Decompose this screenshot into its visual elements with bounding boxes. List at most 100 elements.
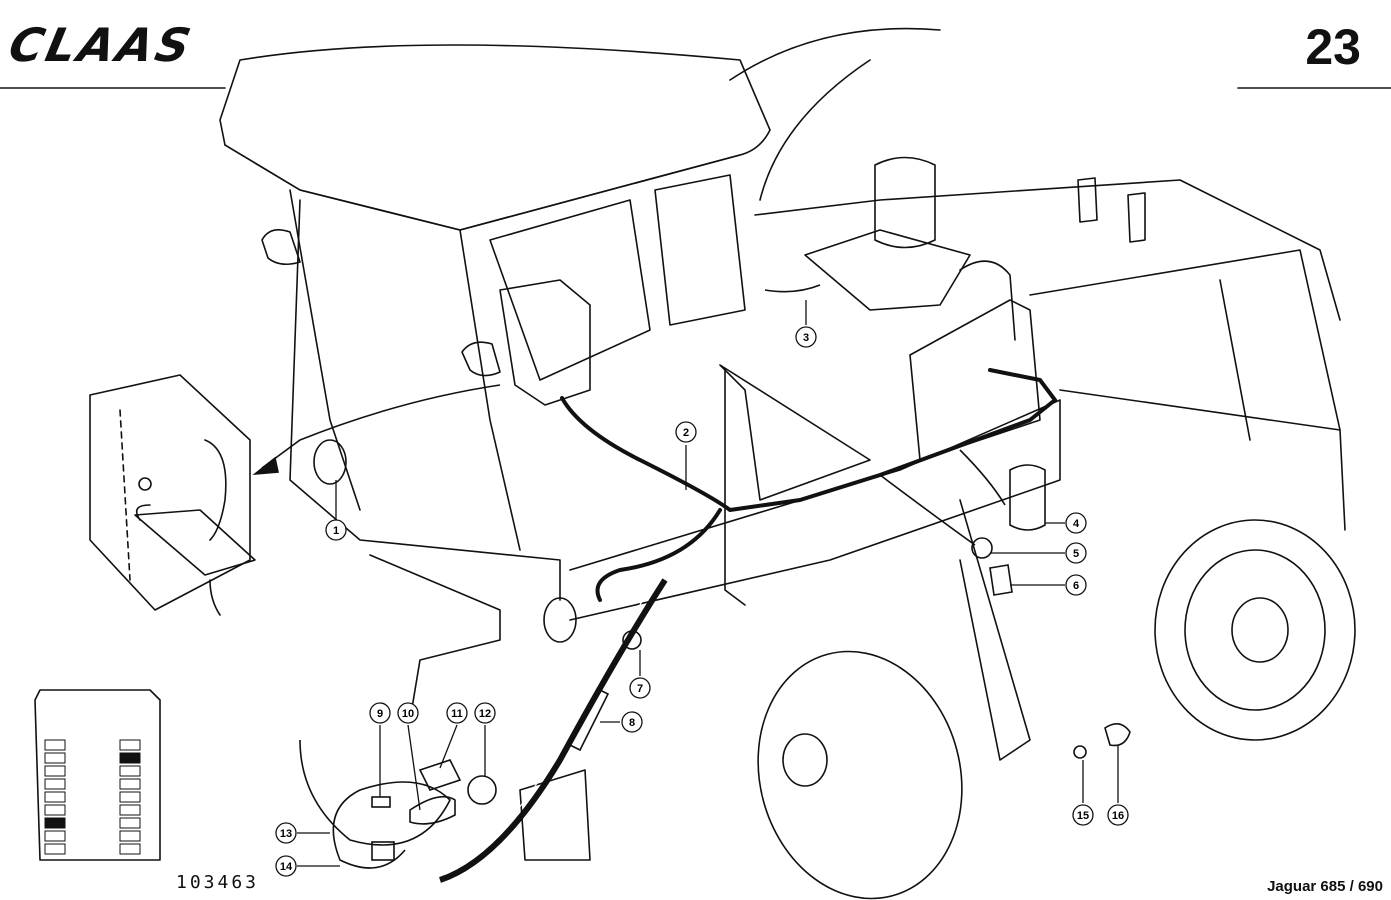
svg-text:13: 13 <box>280 828 292 840</box>
cab-pillar-front <box>459 229 521 551</box>
callout-10: 10 <box>397 702 419 724</box>
callout-6: 6 <box>1065 574 1087 596</box>
relay-bracket <box>989 564 1013 596</box>
callout-2: 2 <box>675 421 697 443</box>
plug-part <box>409 795 456 825</box>
cable-clamp <box>1104 723 1131 747</box>
support-leg <box>724 369 746 606</box>
cab-pillar-left <box>289 189 361 511</box>
svg-text:6: 6 <box>1073 580 1079 592</box>
header-arc-2 <box>759 59 871 201</box>
fuse-part <box>371 796 391 808</box>
callout-15: 15 <box>1072 804 1094 826</box>
callout-12: 12 <box>474 702 496 724</box>
cab-roof <box>219 44 771 231</box>
svg-text:11: 11 <box>451 708 463 720</box>
machine-body-lower <box>1059 389 1341 431</box>
cab-light-box <box>499 279 591 406</box>
loose-harness <box>299 739 451 869</box>
fuse-cells <box>44 739 141 855</box>
cab-body <box>289 199 561 601</box>
callout-1: 1 <box>325 519 347 541</box>
callout-8: 8 <box>621 711 643 733</box>
ground-symbol <box>138 477 152 491</box>
cab-platform <box>719 364 871 501</box>
engine-box <box>909 299 1041 461</box>
svg-text:15: 15 <box>1077 810 1089 822</box>
callout-9: 9 <box>369 702 391 724</box>
machine-body-panel <box>1219 279 1251 441</box>
harness-to-cab <box>261 384 501 469</box>
clip-part <box>1073 745 1087 759</box>
work-light-front <box>543 597 577 643</box>
svg-text:12: 12 <box>479 708 491 720</box>
work-light-left <box>313 439 347 485</box>
rear-wheel-inner <box>1184 549 1326 711</box>
tank-wire <box>764 284 821 293</box>
svg-text:3: 3 <box>803 332 809 344</box>
detail-inset-wire <box>135 439 227 616</box>
direction-arrow <box>252 456 279 476</box>
cable-conduit <box>439 578 668 883</box>
svg-text:2: 2 <box>683 427 689 439</box>
horn-wire <box>879 474 976 546</box>
lower-frame <box>369 554 501 721</box>
machine-body-top <box>754 179 1341 321</box>
detail-inset-bracket <box>134 509 256 576</box>
connector-part <box>418 759 462 791</box>
front-wheel-hub <box>782 733 828 787</box>
callout-4: 4 <box>1065 512 1087 534</box>
side-mirror-right <box>461 341 501 377</box>
svg-text:16: 16 <box>1112 810 1124 822</box>
callout-14: 14 <box>275 855 297 877</box>
grommet-tube <box>568 688 610 752</box>
cab-roof-lower <box>224 144 741 231</box>
horn-part <box>971 537 993 559</box>
side-mirror <box>261 229 301 266</box>
sensor-wire <box>959 449 1006 506</box>
callout-11: 11 <box>446 702 468 724</box>
cab-door-window <box>654 174 746 326</box>
tank-top <box>804 229 971 311</box>
exhaust-pipe-1 <box>1077 177 1098 223</box>
header-arc <box>729 27 941 81</box>
svg-text:5: 5 <box>1073 548 1079 560</box>
svg-text:10: 10 <box>402 708 414 720</box>
machine-body-side <box>1029 249 1346 531</box>
svg-text:4: 4 <box>1073 518 1080 530</box>
beacon <box>1009 464 1046 531</box>
model-label: Jaguar 685 / 690 <box>1267 878 1383 895</box>
socket-part <box>622 630 642 650</box>
relay-part <box>371 841 395 861</box>
fuse-box <box>34 689 161 861</box>
callout-7: 7 <box>629 677 651 699</box>
ladder <box>959 499 1031 761</box>
main-harness <box>560 368 1057 512</box>
svg-text:9: 9 <box>377 708 383 720</box>
svg-text:14: 14 <box>280 861 293 873</box>
rear-wheel <box>1154 519 1356 741</box>
svg-text:8: 8 <box>629 717 635 729</box>
drawing-number: 103463 <box>176 872 260 893</box>
exhaust-pipe-2 <box>1127 192 1146 243</box>
step-plate <box>519 769 591 861</box>
fuel-tank-cap <box>874 156 936 249</box>
callout-13: 13 <box>275 822 297 844</box>
detail-inset-frame <box>89 374 251 611</box>
callout-5: 5 <box>1065 542 1087 564</box>
callout-16: 16 <box>1107 804 1129 826</box>
machine-body-front <box>569 399 1061 621</box>
cab-window-front <box>489 199 651 381</box>
svg-text:1: 1 <box>333 525 339 537</box>
air-filter <box>959 260 1016 341</box>
front-wheel <box>757 650 963 900</box>
cable-conduit-inner <box>437 579 656 873</box>
harness-branch <box>595 508 722 602</box>
callout-markers: 1 2 3 4 5 6 7 8 9 10 11 12 13 14 15 16 <box>275 326 1129 877</box>
lamp-socket-part <box>467 775 497 805</box>
rear-wheel-hub <box>1231 597 1289 663</box>
page-number: 23 <box>1305 19 1361 75</box>
callout-3: 3 <box>795 326 817 348</box>
